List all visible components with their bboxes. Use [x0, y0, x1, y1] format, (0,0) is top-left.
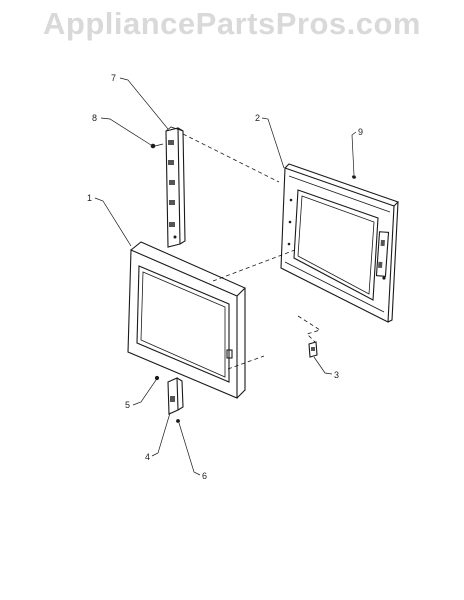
callout-labels: 1 2 3 4 5 6 7 8 9 [87, 73, 363, 481]
door-latch [167, 377, 184, 415]
callout-5: 5 [125, 400, 130, 410]
callout-3: 3 [334, 370, 339, 380]
bracket-screw [150, 143, 164, 149]
callout-9: 9 [358, 127, 363, 137]
latch-screw-top [154, 375, 160, 381]
hinge-bracket [165, 126, 186, 248]
outer-door-frame [127, 241, 246, 399]
watermark-logo: AppliancePartsPros.com [43, 6, 421, 41]
assembly-lines [182, 133, 321, 370]
callout-6: 6 [202, 471, 207, 481]
callout-2: 2 [255, 113, 260, 123]
leader-lines [94, 77, 357, 476]
door-clip [308, 341, 318, 358]
callout-7: 7 [111, 73, 116, 83]
inner-door-panel [280, 163, 400, 323]
latch-screw-bottom [176, 419, 180, 423]
callout-8: 8 [92, 113, 97, 123]
callout-4: 4 [145, 452, 150, 462]
callout-1: 1 [87, 193, 92, 203]
